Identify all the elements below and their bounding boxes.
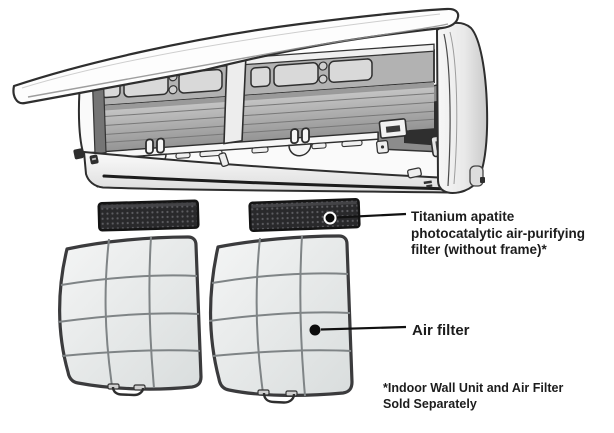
label-titanium-filter: Titanium apatite photocatalytic air-puri…	[411, 209, 585, 259]
label-air-filter: Air filter	[412, 322, 470, 339]
label-titanium-line2: photocatalytic air-purifying	[411, 225, 586, 241]
callout-dot-titanium	[323, 211, 337, 225]
footnote-line1: *Indoor Wall Unit and Air Filter	[383, 381, 564, 395]
outlet-slot	[102, 174, 454, 191]
filter-handle-left	[107, 383, 146, 397]
titanium-apatite-filter-strip-right	[248, 197, 361, 233]
label-titanium-line3: filter (without frame)*	[411, 242, 547, 257]
label-titanium-line1: Titanium apatite	[411, 209, 515, 224]
footnote-line2: Sold Separately	[383, 396, 477, 411]
open-top-cover	[12, 7, 460, 105]
callout-air-filter	[309, 324, 407, 336]
filter-grid-right	[208, 235, 352, 397]
air-outlet-band	[73, 148, 469, 194]
filter-handle-bay2	[288, 127, 312, 157]
callout-titanium-filter	[323, 211, 407, 225]
air-filter-panel-left	[57, 235, 203, 397]
bay-divider	[223, 54, 247, 145]
louver-vanes	[96, 82, 434, 153]
callout-dot-air-filter	[309, 324, 321, 336]
leader-line-air-filter	[320, 325, 407, 331]
air-filter-panel-right	[208, 234, 354, 404]
leader-line-titanium	[335, 212, 407, 219]
right-end-cap	[435, 22, 489, 194]
filter-grid-left	[57, 236, 201, 389]
titanium-apatite-filter-strip-left	[97, 199, 200, 232]
footnote-sold-separately: *Indoor Wall Unit and Air Filter Sold Se…	[383, 381, 563, 412]
indoor-wall-unit	[12, 7, 489, 194]
grille-slots-bay2	[250, 58, 373, 88]
filter-handle-right	[257, 389, 298, 404]
